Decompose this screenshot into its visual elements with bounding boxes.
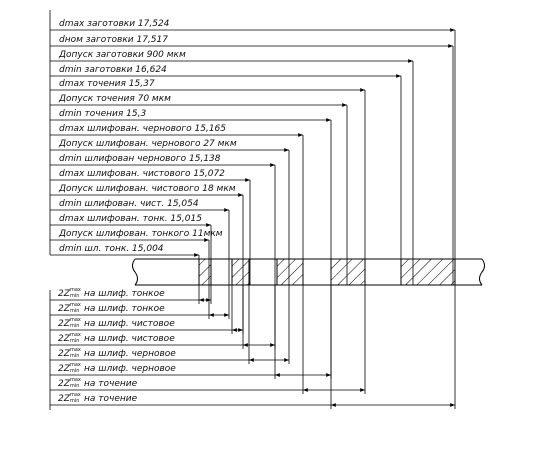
allowance-sup-top-5: max <box>70 362 81 368</box>
top-label-9: dmin шлифован чернового 15,138 <box>59 154 221 164</box>
allowance-label-4: на шлиф. черновое <box>84 349 176 359</box>
allowance-sup-bottom-2: min <box>70 323 79 329</box>
allowance-symbol-7: 2Z <box>58 394 71 404</box>
allowance-label-7: на точение <box>84 394 138 404</box>
hatched-zone-0 <box>198 258 212 286</box>
top-label-4: dmax точения 15,37 <box>59 79 155 89</box>
band-right-break <box>479 258 485 286</box>
allowance-sup-bottom-1: min <box>70 308 79 314</box>
allowance-sup-top-0: max <box>70 287 81 293</box>
top-label-10: dmax шлифован. чистового 15,072 <box>59 169 225 179</box>
hatched-zone-2 <box>276 258 304 286</box>
allowance-label-6: на точение <box>84 379 138 389</box>
allowance-label-0: на шлиф. тонкое <box>84 289 165 299</box>
allowance-symbol-4: 2Z <box>58 349 71 359</box>
allowance-sup-top-6: max <box>70 377 81 383</box>
allowance-label-2: на шлиф. чистовое <box>84 319 175 329</box>
allowance-sup-top-7: max <box>70 392 81 398</box>
top-label-8: Допуск шлифован. чернового 27 мкм <box>58 139 237 149</box>
part-section-band <box>132 258 485 286</box>
allowance-label-5: на шлиф. черновое <box>84 364 176 374</box>
allowance-sup-bottom-3: min <box>70 338 79 344</box>
top-label-14: Допуск шлифован. тонкого 11мкм <box>58 229 223 239</box>
band-left-break <box>132 258 138 286</box>
allowance-label-3: на шлиф. чистовое <box>84 334 175 344</box>
allowance-symbol-0: 2Z <box>58 289 71 299</box>
top-label-7: dmax шлифован. чернового 15,165 <box>59 124 226 134</box>
top-label-5: Допуск точения 70 мкм <box>58 94 171 104</box>
allowance-sup-bottom-5: min <box>70 368 79 374</box>
allowance-symbol-6: 2Z <box>58 379 71 389</box>
top-label-2: Допуск заготовки 900 мкм <box>58 50 186 60</box>
top-label-12: dmin шлифован. чист. 15,054 <box>59 199 199 209</box>
allowance-sup-bottom-6: min <box>70 383 79 389</box>
allowance-symbol-2: 2Z <box>58 319 71 329</box>
allowance-symbol-5: 2Z <box>58 364 71 374</box>
allowance-sup-top-3: max <box>70 332 81 338</box>
top-dimension-lines: dmax заготовки 17,524 dном заготовки 17,5… <box>49 10 456 285</box>
allowance-sup-bottom-7: min <box>70 398 79 404</box>
hatched-zone-3 <box>330 258 366 286</box>
top-label-15: dmin шл. тонк. 15,004 <box>59 244 164 254</box>
allowance-symbol-3: 2Z <box>58 334 71 344</box>
top-label-13: dmax шлифован. тонк. 15,015 <box>59 214 202 224</box>
allowance-sup-bottom-4: min <box>70 353 79 359</box>
allowance-label-1: на шлиф. тонкое <box>84 304 165 314</box>
allowance-symbol-1: 2Z <box>58 304 71 314</box>
allowance-sup-bottom-0: min <box>70 293 79 299</box>
allowance-sup-top-2: max <box>70 317 81 323</box>
allowance-sup-top-1: max <box>70 302 81 308</box>
hatched-zone-1 <box>231 258 250 286</box>
top-label-6: dmin точения 15,3 <box>59 109 146 119</box>
top-label-1: dном заготовки 17,517 <box>59 35 168 45</box>
hatched-zone-4 <box>400 258 456 286</box>
top-label-11: Допуск шлифован. чистового 18 мкм <box>58 184 236 194</box>
top-label-0: dmax заготовки 17,524 <box>59 19 170 29</box>
top-label-3: dmin заготовки 16,624 <box>59 65 167 75</box>
allowance-sup-top-4: max <box>70 347 81 353</box>
